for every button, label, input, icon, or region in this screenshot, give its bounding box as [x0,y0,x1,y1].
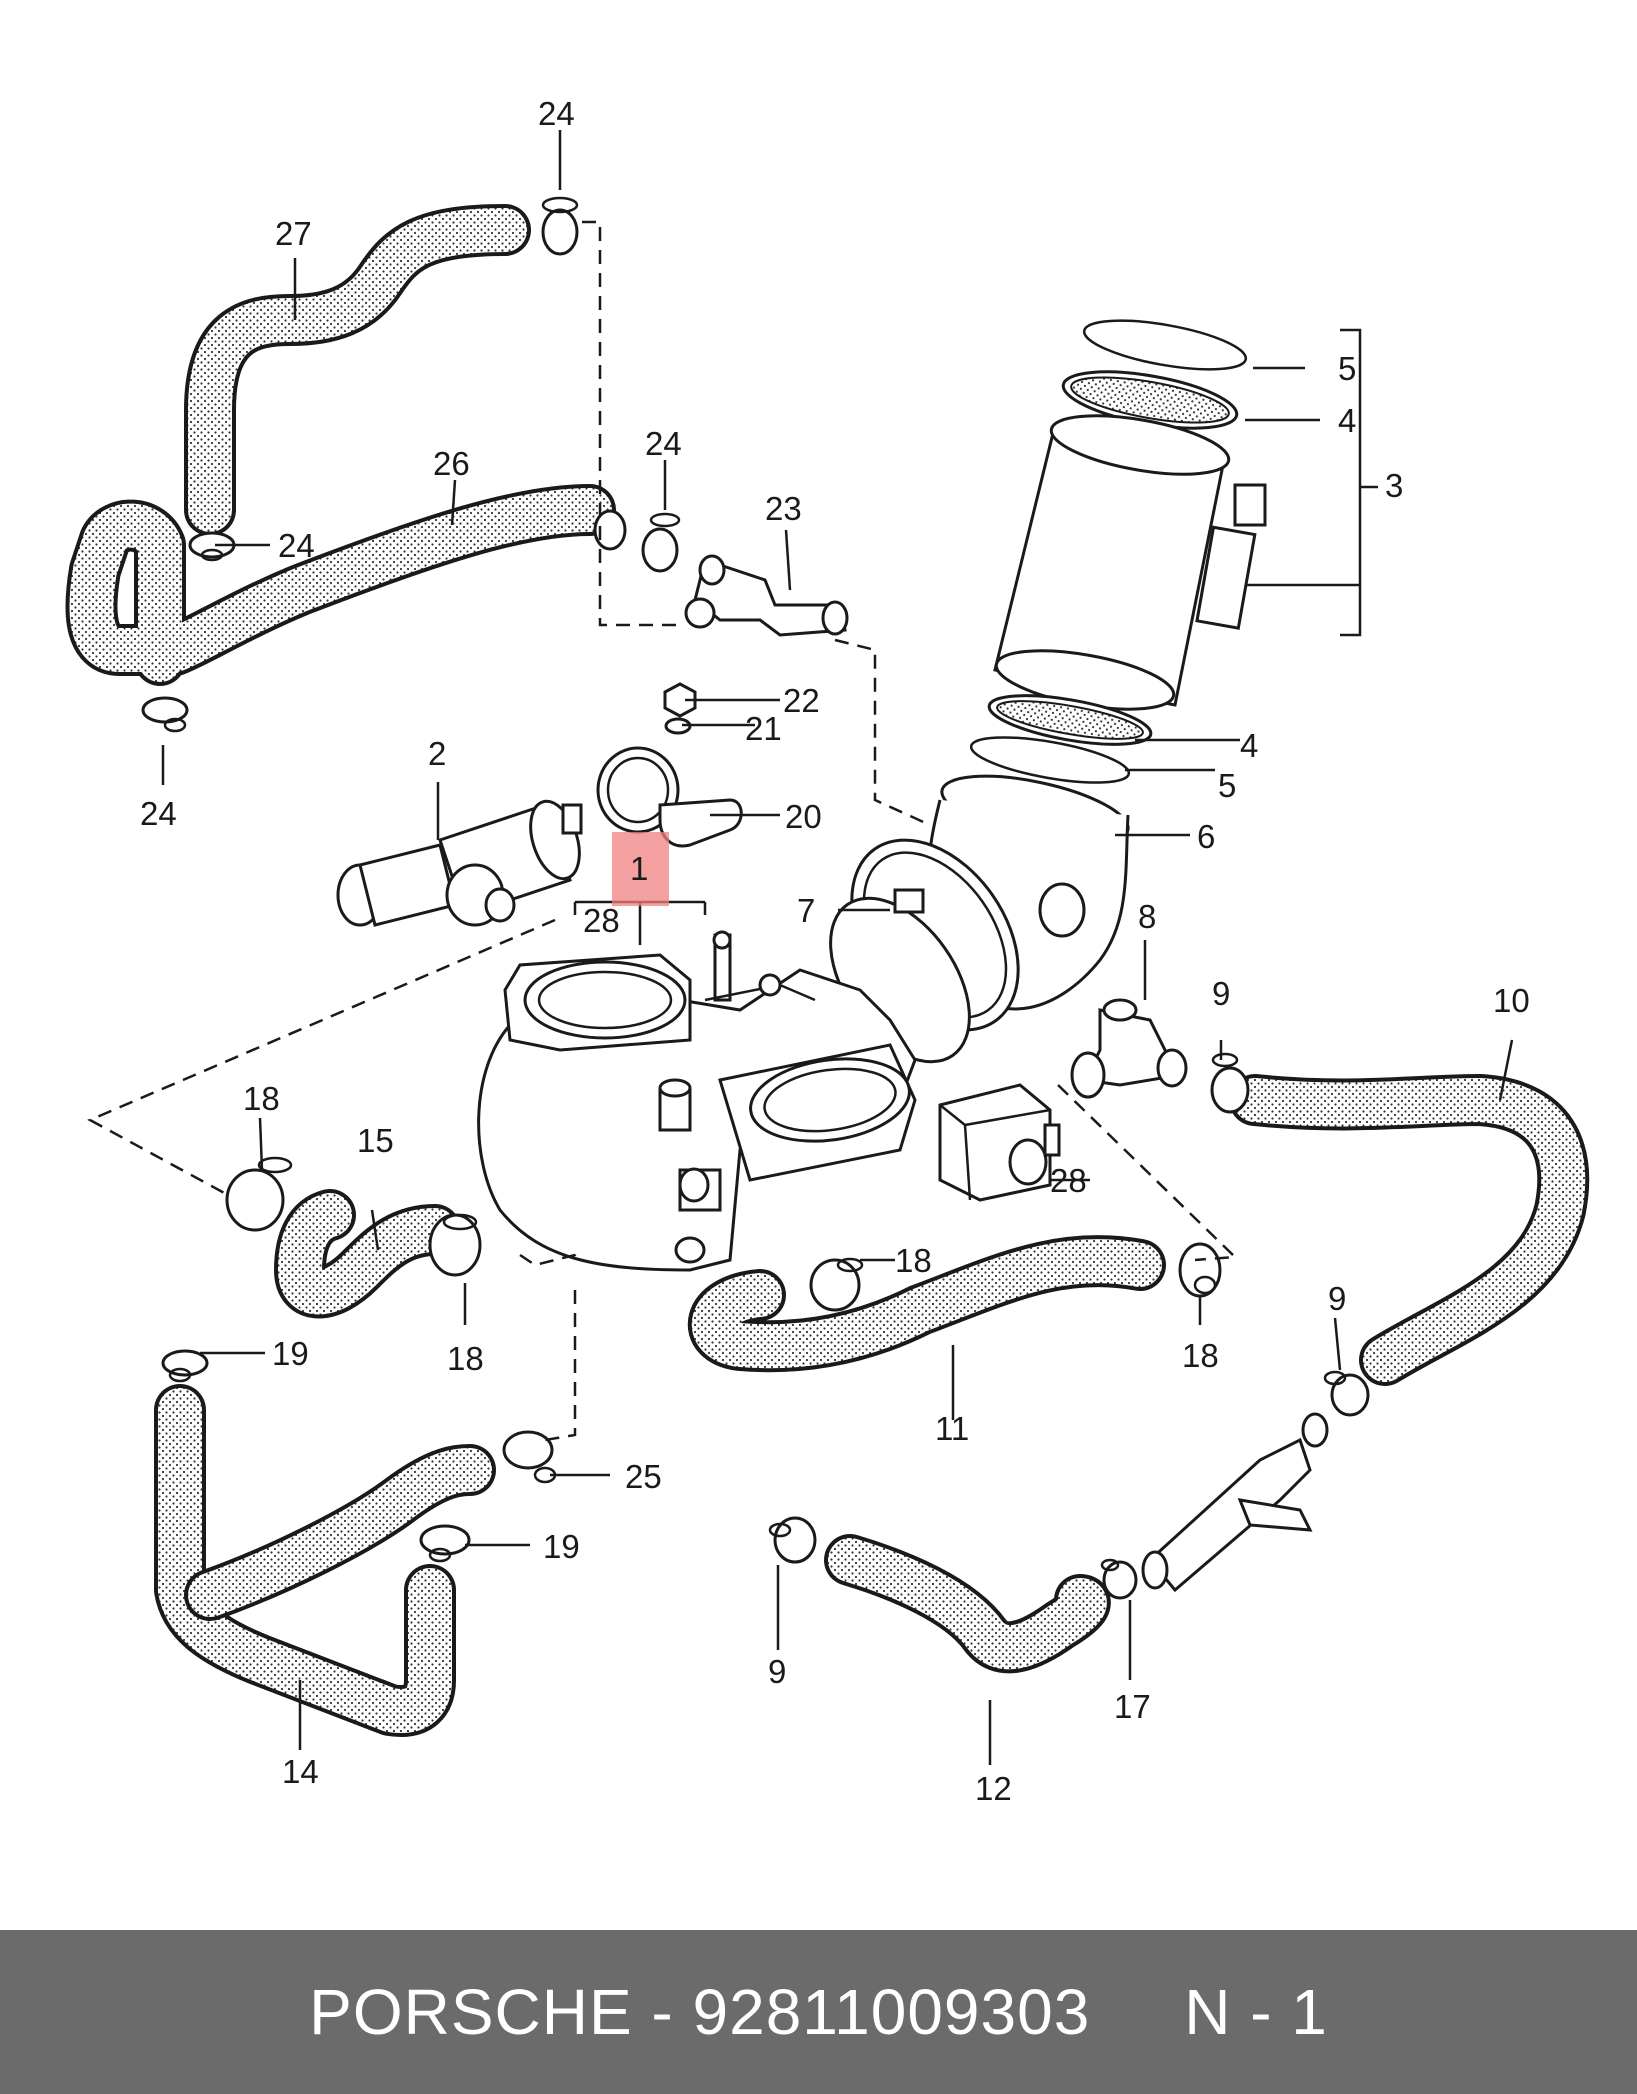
bracket-20 [596,682,743,848]
callout-14: 14 [282,1753,319,1790]
parts-diagram: 24 27 26 24 24 23 24 5 4 3 22 21 2 20 4 … [65,95,1590,1807]
callout-23: 23 [765,490,802,527]
callout-24: 24 [645,425,682,462]
callout-3: 3 [1385,467,1403,504]
callout-24: 24 [278,527,315,564]
callout-labels: 24 27 26 24 24 23 24 5 4 3 22 21 2 20 4 … [140,95,1530,1807]
callout-26: 26 [433,445,470,482]
callout-24: 24 [140,795,177,832]
hose-15 [274,1189,461,1319]
callout-21: 21 [745,710,782,747]
fitting-17 [1141,1412,1329,1593]
callout-8: 8 [1138,898,1156,935]
highlight-box [612,832,669,906]
callout-28: 28 [1050,1162,1087,1199]
callout-18: 18 [1182,1337,1219,1374]
part-number-caption: PORSCHE - 92811009303 N - 1 [309,1976,1328,2048]
callout-12: 12 [975,1770,1012,1807]
footer-bar: PORSCHE - 92811009303 N - 1 [0,1930,1637,2094]
idle-valve [336,799,583,927]
callout-7: 7 [797,892,815,929]
callout-5: 5 [1338,350,1356,387]
hose-clamps [141,196,1370,1600]
hose-11 [687,1235,1166,1373]
highlight-label: 1 [630,850,648,887]
hose-27 [184,204,531,536]
callout-9: 9 [768,1653,786,1690]
callout-18: 18 [447,1340,484,1377]
callout-25: 25 [625,1458,662,1495]
hose-10 [1229,1074,1590,1386]
callout-28: 28 [583,902,620,939]
callout-11: 11 [935,1410,969,1447]
t-connector-8 [1070,998,1188,1099]
control-unit [938,1083,1061,1202]
callout-22: 22 [783,682,820,719]
callout-18: 18 [243,1080,280,1117]
throttle-housing [477,930,917,1272]
callout-17: 17 [1114,1688,1151,1725]
intake-elbow [829,774,1130,1064]
callout-18: 18 [895,1242,932,1279]
t-connector-23 [684,554,849,637]
callout-19: 19 [543,1528,580,1565]
callout-4: 4 [1240,727,1258,764]
callout-4: 4 [1338,402,1356,439]
hose-14 [154,1384,496,1737]
callout-27: 27 [275,215,312,252]
callout-2: 2 [428,735,446,772]
callout-15: 15 [357,1122,394,1159]
callout-6: 6 [1197,818,1215,855]
callout-10: 10 [1493,982,1530,1019]
callout-20: 20 [785,798,822,835]
callout-24: 24 [538,95,575,132]
air-flow-meter [969,319,1267,784]
callout-5: 5 [1218,767,1236,804]
dashed-lines [87,220,1238,1442]
hose-26 [65,484,616,686]
callout-9: 9 [1212,975,1230,1012]
hose-12 [824,1534,1111,1674]
callout-9: 9 [1328,1280,1346,1317]
callout-19: 19 [272,1335,309,1372]
